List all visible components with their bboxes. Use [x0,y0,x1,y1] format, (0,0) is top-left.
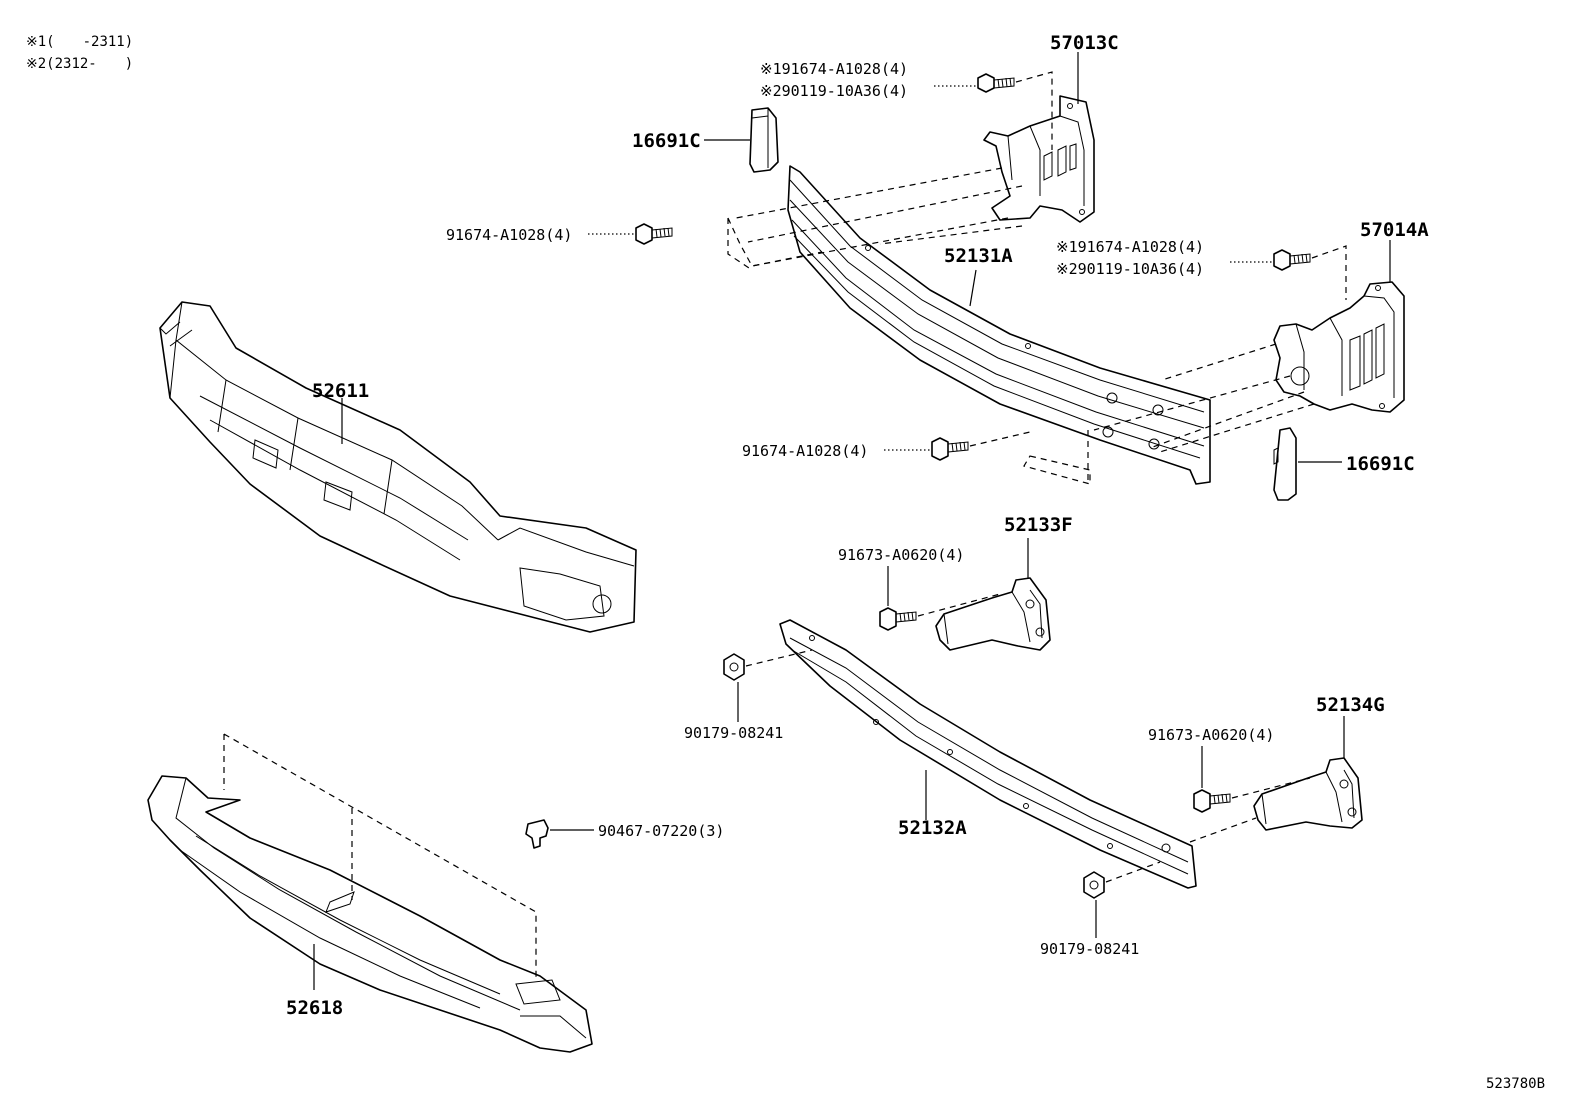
lower-reinforcement-52132A-part[interactable] [779,619,1197,889]
bolt-mid-phantom [1311,245,1347,300]
bolt-upper-phantom [1015,71,1053,150]
pad-lower-16691C-label: 16691C [1346,453,1415,475]
lower-absorber-52618-part[interactable] [147,775,593,1053]
bracket-57013C-part[interactable] [983,95,1095,223]
lower-absorber-phantom [223,733,537,980]
nut-upper-label: 90179-08241 [684,724,783,742]
bolt-reinf-lower-phantom [969,431,1031,447]
absorber-52611-label: 52611 [312,380,369,402]
legend-note-2: ※2(2312- ) [26,56,133,72]
reinforcement-52131A-part[interactable] [787,165,1211,485]
nut-upper[interactable] [723,653,745,681]
reinforcement-52131A-label: 52131A [944,245,1013,267]
clip[interactable] [525,819,549,849]
bracket-57013C-label: 57013C [1050,32,1119,54]
pad-upper-16691C-part[interactable] [749,107,779,173]
nut-upper-phantom [745,649,813,667]
bolt-ext-lower[interactable] [1193,789,1231,813]
bolt-ext-upper-label: 91673-A0620(4) [838,546,964,564]
bolt-ext-lower-phantom [1189,777,1311,843]
bracket-57014A-part[interactable] [1273,281,1405,413]
pad-lower-16691C-part[interactable] [1273,427,1297,501]
bolt-mid-bracket[interactable] [1273,249,1311,271]
bolt-reinf-lower[interactable] [931,437,969,461]
bolt-upper-alt2-label: ※290119-10A36(4) [760,82,908,100]
bolt-ext-upper[interactable] [879,607,917,631]
extension-52134G-part[interactable] [1253,757,1363,831]
extension-52133F-part[interactable] [935,577,1051,651]
pad-upper-16691C-label: 16691C [632,130,701,152]
nut-lower-label: 90179-08241 [1040,940,1139,958]
bolt-upper-bracket[interactable] [977,73,1015,93]
absorber-52611-part[interactable] [159,301,637,633]
figure-code: 523780B [1486,1076,1545,1092]
bolt-mid-alt2-label: ※290119-10A36(4) [1056,260,1204,278]
bolt-reinf-upper-label: 91674-A1028(4) [446,226,572,244]
reinforcement-52131A-leader [969,269,977,307]
nut-lower[interactable] [1083,871,1105,899]
lower-phantom-lines [1087,343,1315,484]
bolt-reinf-upper[interactable] [635,223,673,245]
upper-phantom-lines [735,167,1023,267]
lower-absorber-52618-label: 52618 [286,997,343,1019]
bolt-reinf-lower-label: 91674-A1028(4) [742,442,868,460]
lower-reinforcement-52132A-label: 52132A [898,817,967,839]
bolt-ext-upper-phantom [917,593,1001,617]
legend-note-1: ※1( -2311) [26,34,133,50]
clip-label: 90467-07220(3) [598,822,724,840]
bracket-57014A-label: 57014A [1360,219,1429,241]
bolt-ext-lower-label: 91673-A0620(4) [1148,726,1274,744]
extension-52133F-label: 52133F [1004,514,1073,536]
bolt-upper-alt1-label: ※191674-A1028(4) [760,60,908,78]
extension-52134G-label: 52134G [1316,694,1385,716]
nut-lower-phantom [1105,861,1161,883]
bolt-mid-alt1-label: ※191674-A1028(4) [1056,238,1204,256]
